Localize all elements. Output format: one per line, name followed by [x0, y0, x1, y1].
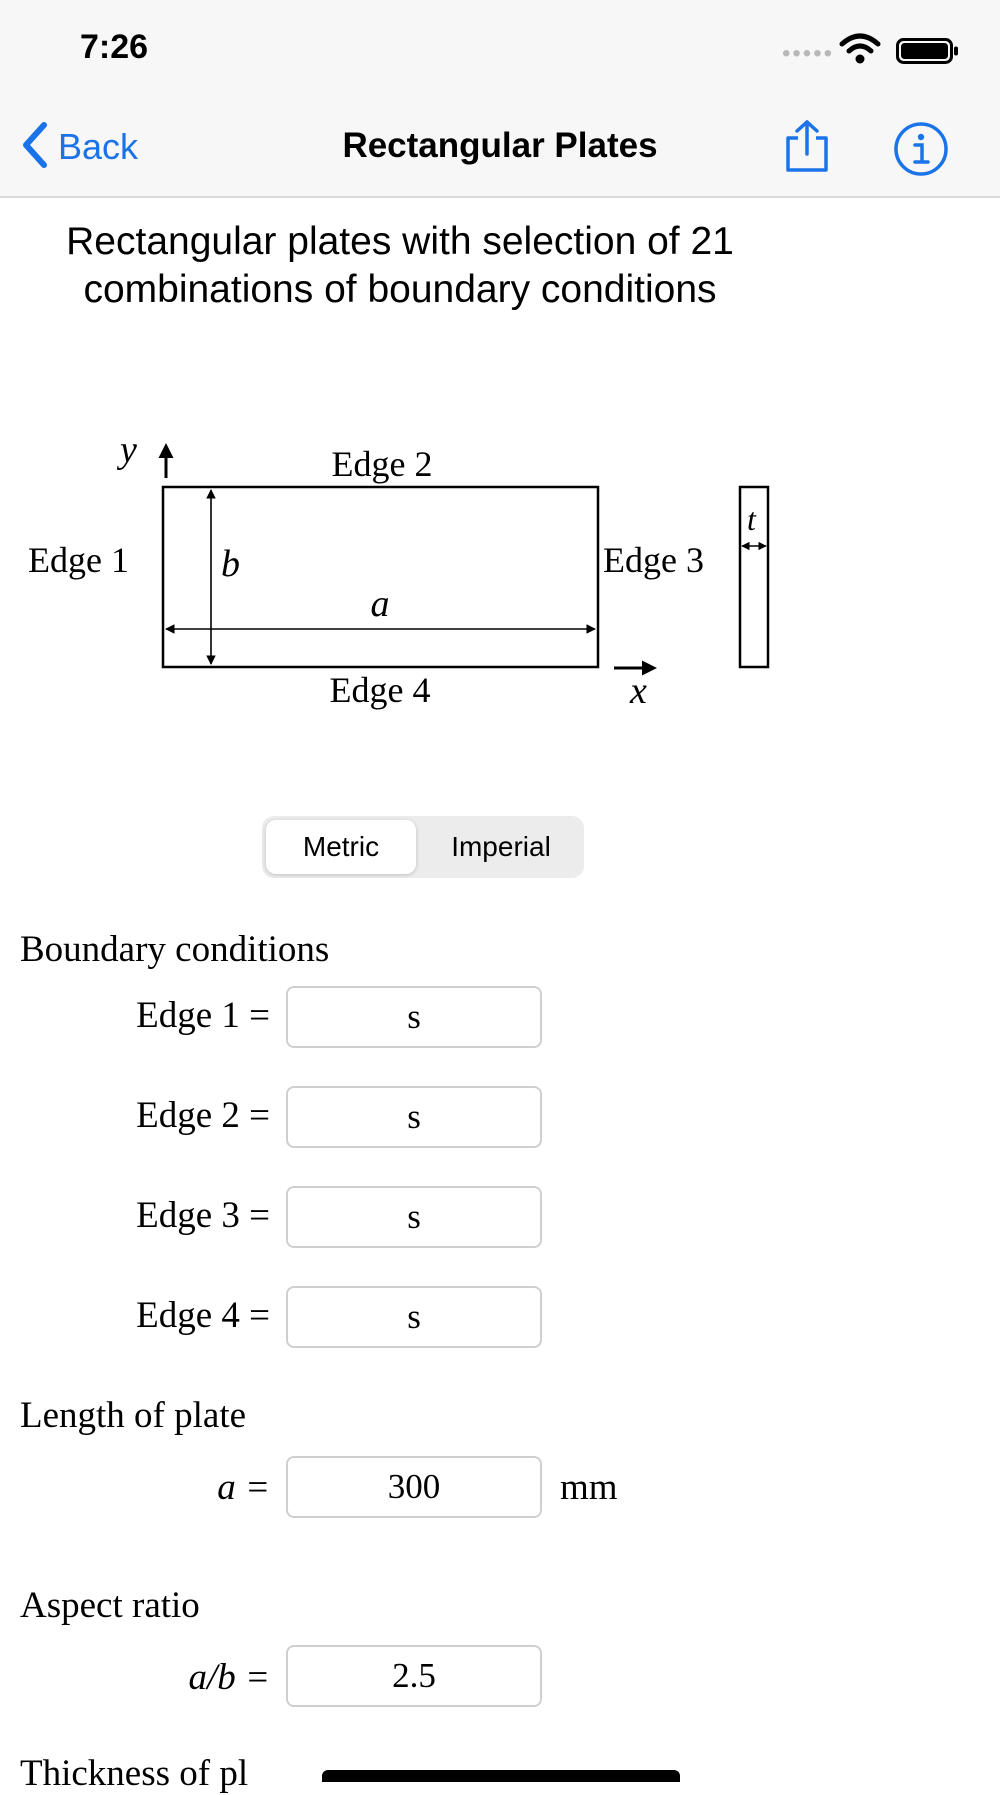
- share-button[interactable]: [780, 118, 834, 179]
- dimension-a-label: a: [371, 583, 390, 625]
- edge4-label: Edge 4: [330, 670, 431, 710]
- edge3-input[interactable]: s: [286, 1186, 542, 1248]
- intro-text: Rectangular plates with selection of 21 …: [66, 220, 734, 311]
- length-input[interactable]: 300: [286, 1456, 542, 1518]
- thickness-view: [738, 485, 770, 669]
- edge4-input[interactable]: s: [286, 1286, 542, 1348]
- edge1-label: Edge 1: [28, 540, 129, 580]
- back-label: Back: [58, 126, 139, 167]
- edge2-label: Edge 2: [332, 444, 433, 484]
- navigation-bar: Back Rectangular Plates: [0, 100, 1000, 198]
- info-button[interactable]: [892, 120, 950, 183]
- aspect-ratio-heading: Aspect ratio: [20, 1585, 200, 1626]
- share-icon: [780, 120, 834, 178]
- info-icon: [892, 122, 950, 182]
- thickness-input-partial[interactable]: [322, 1770, 680, 1782]
- boundary-conditions-heading: Boundary conditions: [20, 929, 330, 970]
- segment-imperial[interactable]: Imperial: [451, 831, 551, 862]
- edge1-input[interactable]: s: [286, 986, 542, 1048]
- back-button[interactable]: Back: [20, 121, 139, 174]
- edge4-field-label: Edge 4 =: [136, 1295, 270, 1336]
- dimension-b-label: b: [221, 543, 240, 585]
- cellular-signal-icon: •••••: [782, 40, 835, 67]
- edge3-field-label: Edge 3 =: [136, 1195, 270, 1236]
- units-segmented-control: Metric Imperial: [262, 816, 584, 878]
- length-heading: Length of plate: [20, 1395, 247, 1436]
- plate-diagram: Edge 2 Edge 1 Edge 3 Edge 4 y x b a t: [28, 429, 770, 712]
- page-title: Rectangular Plates: [342, 126, 658, 165]
- aspect-input[interactable]: 2.5: [286, 1645, 542, 1707]
- battery-icon: [896, 38, 960, 69]
- status-bar: 7:26 •••••: [0, 0, 1000, 100]
- plate-outline: [161, 485, 600, 669]
- axis-x-label: x: [629, 670, 647, 712]
- segment-metric[interactable]: Metric: [266, 820, 416, 874]
- length-var-label: a =: [217, 1467, 270, 1508]
- dimension-t-label: t: [747, 501, 757, 537]
- wifi-icon: [838, 32, 882, 69]
- aspect-var-label: a/b =: [188, 1657, 271, 1698]
- axis-y-label: y: [116, 429, 137, 471]
- chevron-left-icon: [20, 121, 50, 174]
- edge3-label: Edge 3: [603, 540, 704, 580]
- edge2-field-label: Edge 2 =: [136, 1095, 270, 1136]
- edge1-field-label: Edge 1 =: [136, 995, 270, 1036]
- edge2-input[interactable]: s: [286, 1086, 542, 1148]
- thickness-heading-partial: Thickness of pl: [20, 1753, 249, 1794]
- length-unit: mm: [560, 1467, 618, 1508]
- status-time: 7:26: [80, 28, 149, 66]
